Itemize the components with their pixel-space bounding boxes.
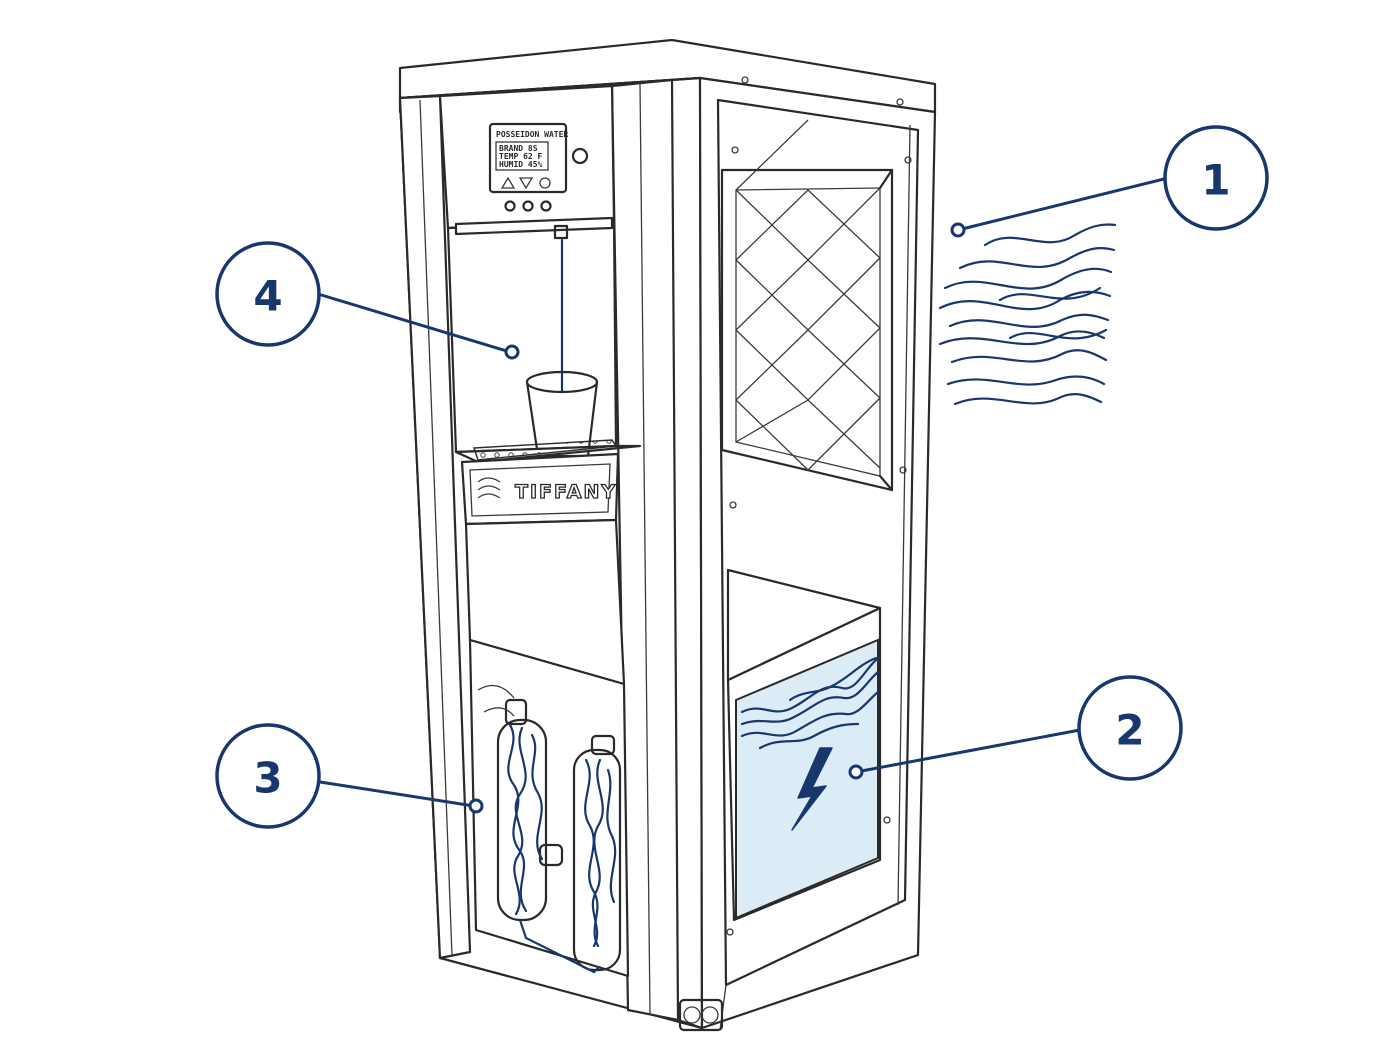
down-arrow-icon[interactable]: [518, 177, 534, 190]
lcd-line-1: BRAND 8S: [499, 144, 538, 153]
brand-plate: TIFFANY: [460, 452, 620, 526]
water-wave-icon: [740, 656, 880, 750]
nozzle: [553, 224, 569, 240]
callout-1-label: 1: [1201, 156, 1230, 205]
callout-2-label: 2: [1115, 706, 1144, 755]
lcd-line-2: TEMP 62 F: [499, 152, 543, 161]
wheels: [678, 998, 724, 1032]
lcd-line-3: HUMID 45%: [499, 160, 543, 169]
callout-1: 1: [950, 125, 1269, 238]
callout-3-label: 3: [253, 754, 282, 803]
brand-label: TIFFANY: [515, 481, 617, 503]
air-flow-icon: [938, 223, 1117, 406]
control-button-1[interactable]: [504, 200, 516, 212]
lightning-icon: [791, 747, 833, 831]
up-arrow-icon[interactable]: [500, 176, 516, 189]
dispensing-niche: [446, 216, 642, 464]
control-panel: POSSEIDON WATER BRAND 8S TEMP 62 F HUMID…: [438, 84, 616, 230]
callout-3: 3: [215, 723, 484, 829]
brand-logo-icon: [477, 477, 501, 499]
callout-4-label: 4: [253, 272, 282, 321]
lcd-header: POSSEIDON WATER: [496, 130, 568, 139]
callout-2: 2: [848, 675, 1183, 781]
filter-compartment: [468, 638, 630, 978]
screws: [726, 76, 912, 936]
front-left-post: [398, 94, 472, 960]
lcd-display: [488, 122, 568, 194]
callout-4: 4: [215, 241, 520, 360]
water-tank: [726, 568, 882, 922]
power-icon[interactable]: [539, 177, 551, 189]
control-button-3[interactable]: [540, 200, 552, 212]
dial-knob[interactable]: [571, 147, 589, 165]
air-filter-icon: [720, 119, 894, 492]
control-button-2[interactable]: [522, 200, 534, 212]
